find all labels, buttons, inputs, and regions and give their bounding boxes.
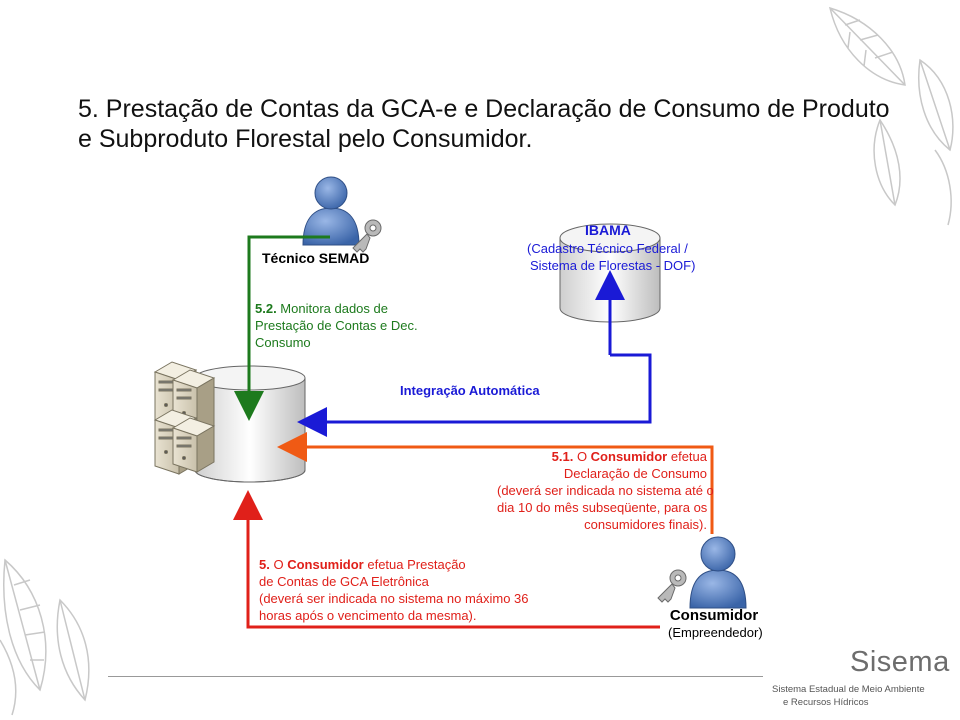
step-5-1-line-5: consumidores finais). xyxy=(584,517,707,532)
step-5-1-number: 5.1. xyxy=(551,449,574,464)
consumidor-person-icon xyxy=(689,536,747,609)
step-5-1-text: 5.1. O Consumidor efetua Declaração de C… xyxy=(497,448,714,533)
tecnico-person-icon xyxy=(302,176,360,246)
step-5-number: 5. xyxy=(259,557,270,572)
title-line-2: e Subproduto Florestal pelo Consumidor. xyxy=(78,125,533,153)
step-5-2-line-3: Consumo xyxy=(255,335,311,350)
title-line-1: 5. Prestação de Contas da GCA-e e Declar… xyxy=(78,95,890,123)
consumidor-name: Consumidor xyxy=(669,607,759,624)
tecnico-semad-label: Técnico SEMAD xyxy=(262,250,370,266)
blue-integration-arrow xyxy=(297,270,652,437)
step-5-line-3: (deverá ser indicada no sistema no máxim… xyxy=(259,591,529,606)
step-5-1-post: efetua xyxy=(667,449,707,464)
step-5-1-line-4: dia 10 do mês subseqüente, para os xyxy=(497,500,708,515)
step-5-line-4: horas após o vencimento da mesma). xyxy=(259,608,477,623)
sisema-logo-subtitle-1: Sistema Estadual de Meio Ambiente xyxy=(772,684,925,695)
sisema-logo: Sisema xyxy=(850,646,950,678)
server-icon xyxy=(153,361,216,475)
key-icon xyxy=(352,219,382,253)
leaf-decoration-icon xyxy=(0,558,90,716)
red-accounting-arrow xyxy=(233,490,660,629)
step-5-2-number: 5.2. xyxy=(255,301,277,316)
step-5-actor: Consumidor xyxy=(287,557,364,572)
sisema-logo-subtitle-2: e Recursos Hídricos xyxy=(783,697,869,708)
step-5-1-line-3: (deverá ser indicada no sistema até o xyxy=(497,483,714,498)
step-5-2-line-2: Prestação de Contas e Dec. xyxy=(255,318,418,333)
orange-declaration-arrow xyxy=(277,432,714,534)
ibama-line-1: (Cadastro Técnico Federal / xyxy=(527,241,688,256)
step-5-2-line-1: Monitora dados de xyxy=(276,301,388,316)
consumidor-sublabel: (Empreendedor) xyxy=(668,625,763,640)
step-5-post: efetua Prestação xyxy=(363,557,466,572)
footer-divider xyxy=(108,676,763,677)
consumidor-label: Consumidor (Empreendedor) xyxy=(668,607,763,641)
leaf-decoration-icon xyxy=(828,6,954,226)
step-5-2-text: 5.2. Monitora dados de Prestação de Cont… xyxy=(255,300,418,351)
step-5-1-line-2: Declaração de Consumo xyxy=(563,466,707,481)
ibama-title: IBAMA xyxy=(585,222,631,238)
integration-label: Integração Automática xyxy=(400,383,540,398)
step-5-pre: O xyxy=(269,557,288,572)
step-5-line-2: de Contas de GCA Eletrônica xyxy=(259,574,429,589)
step-5-1-pre: O xyxy=(573,449,591,464)
slide-title: 5. Prestação de Contas da GCA-e e Declar… xyxy=(78,94,908,154)
key-icon xyxy=(657,569,687,603)
ibama-line-2: Sistema de Florestas - DOF) xyxy=(530,258,696,273)
green-monitor-arrow xyxy=(234,235,330,421)
step-5-text: 5. O Consumidor efetua Prestação de Cont… xyxy=(259,556,529,624)
step-5-1-actor: Consumidor xyxy=(590,449,668,464)
